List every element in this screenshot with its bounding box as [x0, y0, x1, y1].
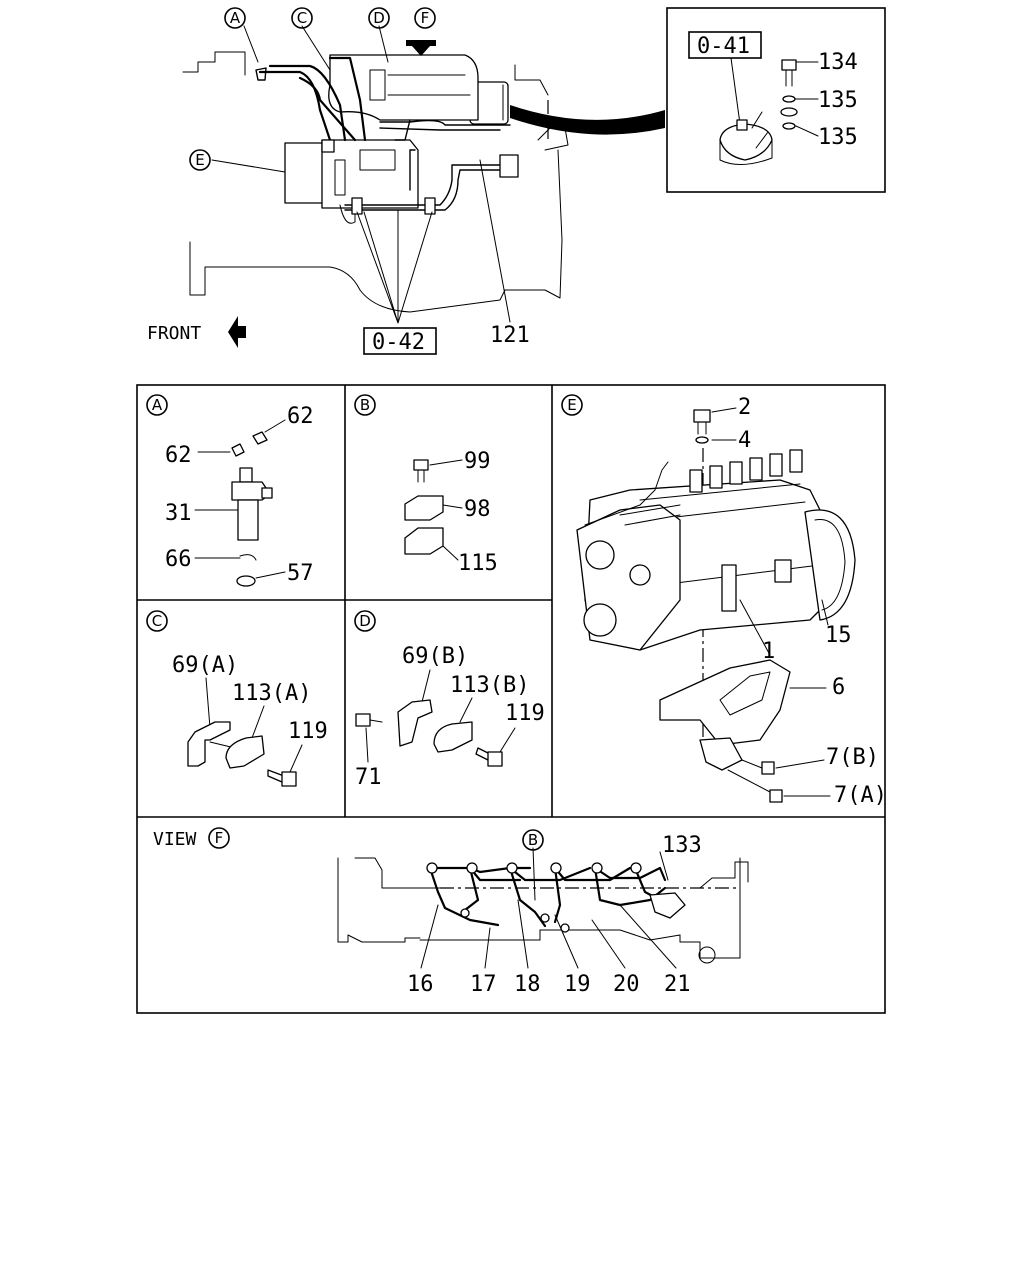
ref-label-0-42: 0-42	[372, 330, 425, 355]
ref-label-0-41: 0-41	[697, 34, 750, 59]
panel-a: A 62 62 31 66 57	[146, 394, 314, 587]
front-label: FRONT	[147, 323, 201, 344]
clamp-113b	[433, 721, 473, 753]
label-20: 20	[613, 972, 640, 997]
label-71: 71	[355, 765, 382, 790]
callout-f-letter: F	[421, 9, 430, 27]
detail-grid	[136, 384, 886, 1014]
bolt-71	[355, 713, 371, 727]
upper-manifold	[328, 54, 479, 121]
panel-e-letter: E	[567, 396, 576, 414]
label-133: 133	[662, 833, 702, 858]
label-57: 57	[287, 561, 314, 586]
panel-view-f: VIEW F B 133	[153, 827, 749, 997]
bolt-119-c	[281, 771, 297, 787]
washer-135b	[782, 122, 796, 130]
inset-frame	[666, 7, 886, 193]
bracket-69b	[397, 699, 433, 747]
washer-4	[695, 436, 709, 444]
washer-135a	[782, 95, 796, 103]
panel-e: E 2 4 1 15 6	[561, 394, 887, 808]
bracket-69a	[187, 721, 231, 767]
label-115: 115	[458, 551, 498, 576]
label-113a: 113(A)	[232, 681, 311, 706]
label-69b: 69(B)	[402, 644, 468, 669]
callout-c-circle	[291, 7, 313, 29]
grid-frame	[136, 384, 886, 1014]
nut-62b	[231, 443, 245, 457]
bolt-134	[781, 59, 797, 71]
label-7b: 7(B)	[826, 745, 879, 770]
clamp-115	[404, 527, 444, 555]
front-arrow-icon	[228, 316, 246, 348]
label-7a: 7(A)	[834, 783, 887, 808]
label-21: 21	[664, 972, 691, 997]
nut-62a	[252, 431, 268, 445]
injection-pump-side	[284, 142, 326, 204]
bolt-119-d	[487, 751, 503, 767]
panel-d: D 69(B) 113(B) 119 71	[354, 610, 545, 790]
panel-a-letter: A	[152, 396, 163, 414]
callout-d-circle	[368, 7, 390, 29]
label-134: 134	[818, 50, 858, 75]
panel-b-letter: B	[360, 396, 370, 414]
label-62a: 62	[287, 404, 314, 429]
bolt-7b	[761, 761, 775, 775]
label-1: 1	[762, 639, 775, 664]
label-62b: 62	[165, 443, 192, 468]
washer-57	[236, 575, 256, 587]
view-f-callout-b: B	[528, 831, 538, 849]
label-4: 4	[738, 428, 751, 453]
label-19: 19	[564, 972, 591, 997]
ref-box-0-42	[363, 327, 437, 355]
bolt-7a	[769, 789, 783, 803]
callout-c-letter: C	[297, 9, 307, 27]
panel-d-letter: D	[359, 612, 371, 630]
callout-e-letter: E	[195, 151, 204, 169]
panel-c: C 69(A) 113(A) 119	[146, 610, 328, 787]
label-69a: 69(A)	[172, 653, 238, 678]
label-66: 66	[165, 547, 192, 572]
ref-box-0-41	[688, 31, 762, 59]
pump-plunger	[721, 564, 737, 612]
label-119-d: 119	[505, 701, 545, 726]
label-121: 121	[490, 323, 530, 348]
label-31: 31	[165, 501, 192, 526]
label-17: 17	[470, 972, 497, 997]
label-99: 99	[464, 449, 491, 474]
view-arrow-f	[406, 40, 436, 56]
clamp-98	[404, 495, 444, 521]
pump-coupling	[804, 509, 856, 621]
panel-b: B 99 98 115	[354, 394, 498, 576]
engine-overview: A C D F E 0-42 121 FRONT	[147, 7, 665, 355]
label-18: 18	[514, 972, 541, 997]
inset-detail: 0-41 134 135 135	[666, 7, 886, 193]
fuel-pipe-to-inset	[510, 105, 665, 135]
view-f-title: VIEW	[153, 829, 197, 850]
label-135a: 135	[818, 88, 858, 113]
label-2: 2	[738, 395, 751, 420]
label-135b: 135	[818, 125, 858, 150]
label-113b: 113(B)	[450, 673, 529, 698]
clamp-113a	[225, 735, 265, 769]
pump-bracket-6	[659, 659, 791, 746]
label-15: 15	[825, 623, 852, 648]
bolt-99	[413, 459, 429, 471]
label-119-c: 119	[288, 719, 328, 744]
view-f-letter: F	[215, 829, 224, 847]
label-98: 98	[464, 497, 491, 522]
label-16: 16	[407, 972, 434, 997]
callout-f-circle	[414, 7, 436, 29]
callout-d-letter: D	[373, 9, 385, 27]
callout-e-circle	[189, 149, 211, 171]
label-6: 6	[832, 675, 845, 700]
callout-a-circle	[224, 7, 246, 29]
panel-c-letter: C	[152, 612, 162, 630]
bolt-2	[693, 409, 711, 423]
callout-a-letter: A	[230, 9, 241, 27]
